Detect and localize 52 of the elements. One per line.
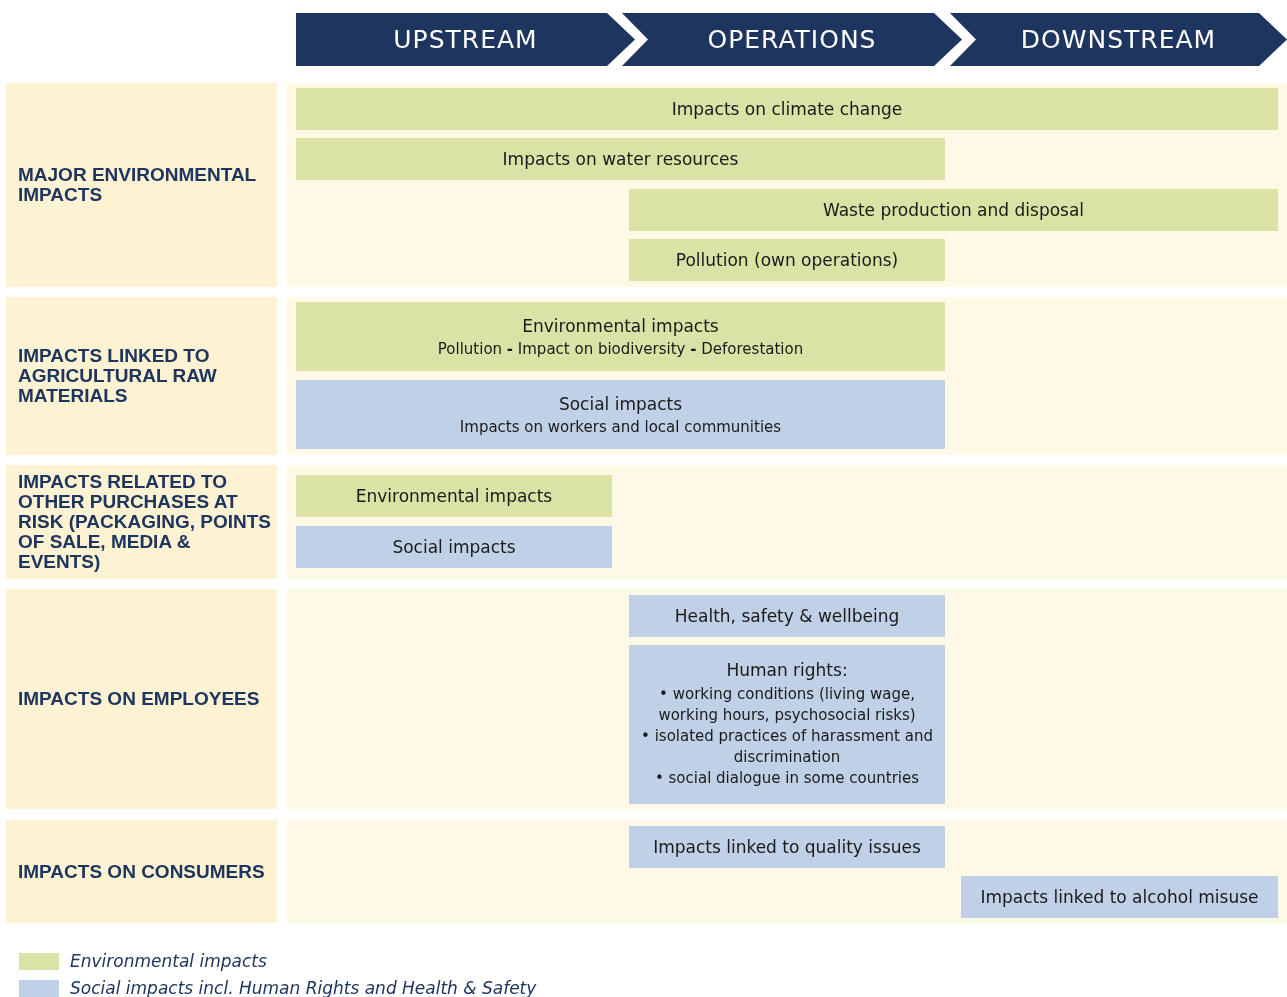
impact-bar <box>629 595 945 637</box>
stage-label: DOWNSTREAM <box>1020 25 1217 54</box>
impact-bar <box>296 138 945 180</box>
row-panel <box>287 820 1287 923</box>
row-header-box <box>6 465 277 579</box>
bar-title: Impacts on climate change <box>671 99 903 119</box>
legend-text: Social impacts incl. Human Rights and Health & Safety <box>70 978 537 997</box>
bar-detail: • working conditions (living wage, working hours, psychosocial risks) <box>657 684 917 726</box>
bar-title: Social impacts <box>558 393 683 414</box>
stage-header-band <box>622 13 962 66</box>
stage-header-band <box>950 13 1287 66</box>
stage-label: UPSTREAM <box>393 25 538 54</box>
impact-bar <box>296 475 612 517</box>
bar-title: Impacts linked to quality issues <box>653 837 921 857</box>
bar-detail: Pollution - Impact on biodiversity - Deforestation <box>437 339 804 358</box>
bar-title: Impacts linked to alcohol misuse <box>980 887 1259 907</box>
row-panel <box>287 465 1287 579</box>
impact-bar <box>296 302 945 371</box>
legend-text: Environmental impacts <box>70 951 267 971</box>
impact-bar <box>296 88 1278 130</box>
row-header-box <box>6 589 277 809</box>
impact-bar <box>961 876 1278 918</box>
bar-detail: Impacts on workers and local communities <box>459 417 782 436</box>
impact-bar <box>629 826 945 868</box>
row-header-box <box>6 820 277 923</box>
bar-title: Human rights: <box>726 660 848 680</box>
impact-bar <box>629 189 1278 231</box>
bar-detail: • social dialogue in some countries <box>654 768 920 789</box>
row-panel <box>287 83 1287 287</box>
row-panel <box>287 589 1287 809</box>
row-header-text: IMPACTS LINKED TO AGRICULTURAL RAW MATERIALS <box>18 346 218 406</box>
row-header-text: MAJOR ENVIRONMENTAL IMPACTS <box>18 165 257 205</box>
bar-detail: • isolated practices of harassment and discrimination <box>640 726 934 768</box>
impact-bar <box>629 239 945 281</box>
impact-bar <box>296 380 945 449</box>
bar-title: Impacts on water resources <box>502 149 739 169</box>
row-header-box <box>6 297 277 455</box>
stage-header-band <box>296 13 635 66</box>
impact-bar <box>629 645 945 804</box>
stage-label: OPERATIONS <box>707 25 877 54</box>
row-header-text: IMPACTS RELATED TO OTHER PURCHASES AT RISK (PACKAGING, POINTS OF SALE, MEDIA & EVENTS) <box>18 472 272 572</box>
impact-bar <box>296 526 612 568</box>
bar-title: Health, safety & wellbeing <box>674 606 900 626</box>
row-header-box <box>6 83 277 287</box>
row-header-text: IMPACTS ON CONSUMERS <box>18 861 265 882</box>
bar-title: Environmental impacts <box>522 315 719 336</box>
bar-title: Waste production and disposal <box>822 200 1085 220</box>
bar-title: Environmental impacts <box>355 486 553 506</box>
row-panel <box>287 297 1287 455</box>
bar-title: Social impacts <box>392 537 516 557</box>
bar-title: Pollution (own operations) <box>675 250 899 270</box>
row-header-text: IMPACTS ON EMPLOYEES <box>18 689 260 709</box>
